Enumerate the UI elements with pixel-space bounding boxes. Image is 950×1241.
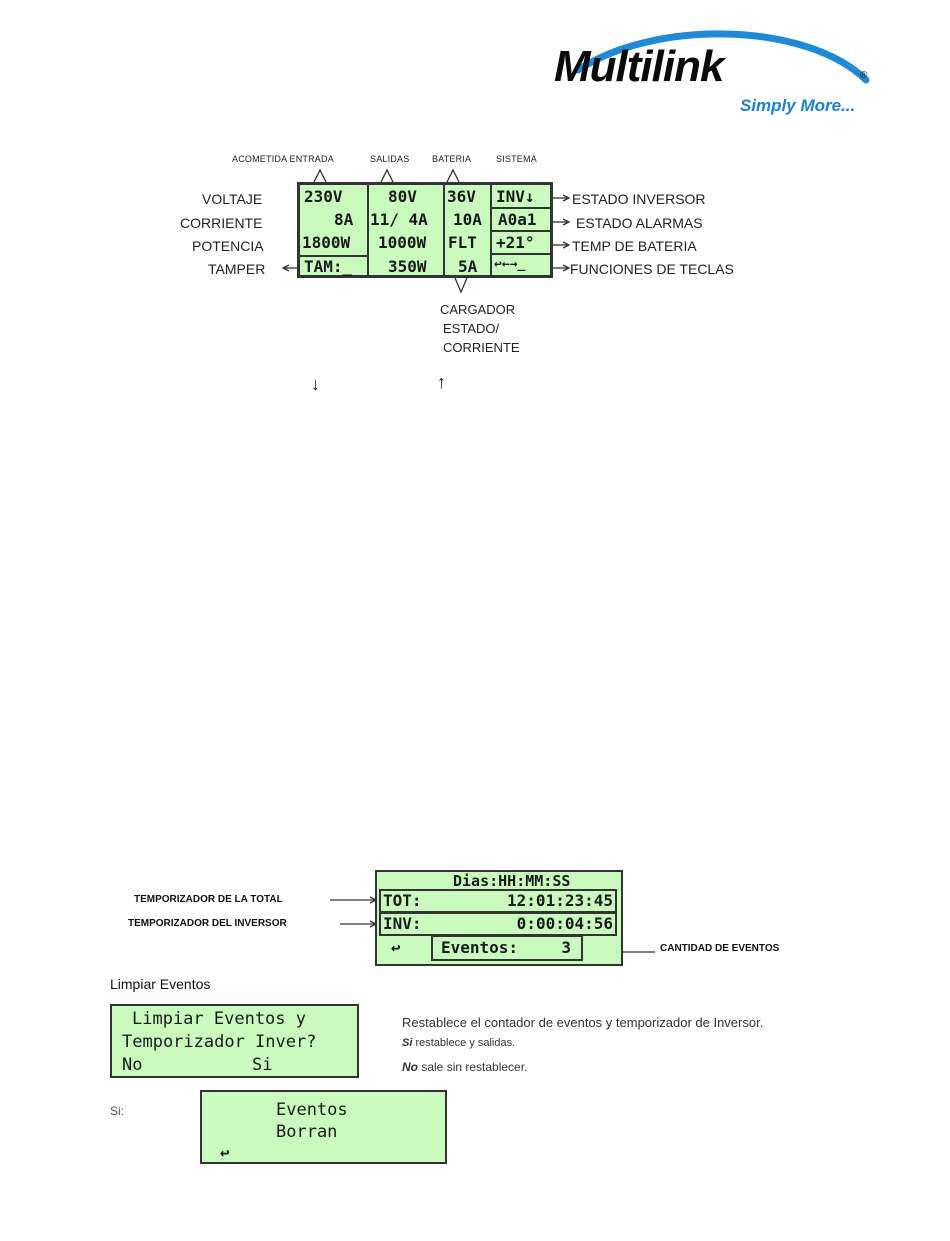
clear-lcd-line-2: Temporizador Inver? (122, 1032, 317, 1052)
cell-salidas-tamper: 350W (388, 257, 427, 276)
cell-sistema-alarmas: A0a1 (498, 210, 537, 229)
lcd-divider (490, 253, 550, 255)
timer-inversor-value: 0:00:04:56 (516, 914, 613, 933)
events-box: Eventos: 3 (431, 935, 583, 961)
cell-bateria-estado: FLT (448, 233, 477, 252)
clear-desc-no-text: sale sin restablecer. (421, 1060, 528, 1074)
cell-entrada-corriente: 8A (334, 210, 354, 229)
charger-label-line: ESTADO/ (443, 321, 500, 336)
cell-bateria-voltaje: 36V (447, 187, 476, 206)
clear-desc-si-key: Si (402, 1037, 413, 1049)
right-label-estado-inversor: ESTADO INVERSOR (572, 191, 706, 207)
row-label-voltaje: VOLTAJE (202, 191, 263, 207)
charger-label-line: CARGADOR (440, 302, 516, 317)
multilink-logo: Multilink ® Simply More... (548, 28, 878, 123)
timer-total-key: TOT: (383, 891, 422, 910)
lcd-divider (367, 185, 369, 275)
right-label-funciones-teclas: FUNCIONES DE TECLAS (570, 261, 734, 277)
timer-total-value: 12:01:23:45 (507, 891, 613, 910)
charger-label-line: CORRIENTE (443, 340, 520, 355)
result-back-icon: ↩ (220, 1143, 230, 1162)
clear-desc-si-text: restablece y salidas. (415, 1037, 516, 1049)
logo-swoosh-icon (574, 30, 870, 84)
logo-registered: ® (860, 70, 868, 81)
right-label-temp-bateria: TEMP DE BATERIA (572, 238, 697, 254)
cell-salidas-voltaje: 80V (388, 187, 417, 206)
row-label-corriente: CORRIENTE (180, 215, 263, 231)
row-label-tamper: TAMPER (208, 261, 266, 277)
cell-sistema-temp: +21° (496, 233, 535, 252)
timer-row-total: TOT: 12:01:23:45 (379, 889, 617, 913)
row-label-potencia: POTENCIA (192, 238, 264, 254)
timer-inversor-label: TEMPORIZADOR DEL INVERSOR (128, 918, 287, 929)
si-label: Si: (110, 1104, 125, 1118)
timer-header: Dias:HH:MM:SS (453, 872, 571, 890)
right-label-estado-alarmas: ESTADO ALARMAS (576, 215, 703, 231)
lcd-divider (300, 255, 367, 257)
clear-desc-si: Si restablece y salidas. (402, 1037, 515, 1049)
events-count-label: CANTIDAD DE EVENTOS (660, 943, 780, 954)
clear-description: Restablece el contador de eventos y temp… (402, 1015, 764, 1030)
cell-bateria-corriente: 10A (453, 210, 482, 229)
cell-bateria-cargador: 5A (458, 257, 478, 276)
lcd-divider (490, 207, 550, 209)
timer-back-icon: ↩ (391, 938, 401, 957)
result-line-1: Eventos (276, 1100, 348, 1120)
charger-label: CARGADOR ESTADO/ CORRIENTE (440, 300, 520, 357)
timer-total-label: TEMPORIZADOR DE LA TOTAL (134, 894, 283, 905)
result-line-2: Borran (276, 1122, 338, 1142)
cell-sistema-inversor: INV↓ (496, 187, 535, 206)
timer-inversor-key: INV: (383, 914, 422, 933)
events-key: Eventos: (441, 938, 519, 957)
timer-lcd-display: Dias:HH:MM:SS TOT: 12:01:23:45 INV: 0:00… (375, 870, 623, 966)
cell-sistema-teclas: ↩←→_ (494, 257, 526, 272)
header-bateria: BATERIA (432, 154, 472, 164)
arrow-down-icon: ↓ (311, 374, 320, 394)
logo-tagline: Simply More... (740, 96, 856, 115)
clear-desc-no: No sale sin restablecer. (402, 1060, 527, 1074)
clear-section-title: Limpiar Eventos (110, 976, 211, 992)
header-salidas: SALIDAS (370, 154, 410, 164)
timer-row-inversor: INV: 0:00:04:56 (379, 912, 617, 936)
events-value: 3 (561, 938, 571, 957)
cell-entrada-potencia: 1800W (302, 233, 351, 252)
cell-entrada-tamper: TAM:_ (304, 257, 353, 276)
arrow-up-icon: ↑ (437, 372, 446, 392)
cell-salidas-potencia: 1000W (378, 233, 427, 252)
clear-option-si[interactable]: Si (252, 1055, 273, 1075)
header-acometida-entrada: ACOMETIDA ENTRADA (232, 154, 334, 164)
clear-lcd-line-1: Limpiar Eventos y (132, 1009, 306, 1029)
lcd-divider (490, 230, 550, 232)
clear-option-no[interactable]: No (122, 1055, 143, 1075)
clear-desc-no-key: No (402, 1060, 418, 1074)
clear-lcd-display: Limpiar Eventos y Temporizador Inver? No… (110, 1004, 359, 1078)
cell-salidas-corriente: 11/ 4A (370, 210, 428, 229)
header-sistema: SISTEMA (496, 154, 537, 164)
logo-brand: Multilink (554, 42, 724, 91)
lcd-divider (443, 185, 445, 275)
cell-entrada-voltaje: 230V (304, 187, 343, 206)
result-lcd-display: Eventos Borran ↩ (200, 1090, 447, 1164)
main-lcd-display: 230V 8A 1800W TAM:_ 80V 11/ 4A 1000W 350… (297, 182, 553, 278)
